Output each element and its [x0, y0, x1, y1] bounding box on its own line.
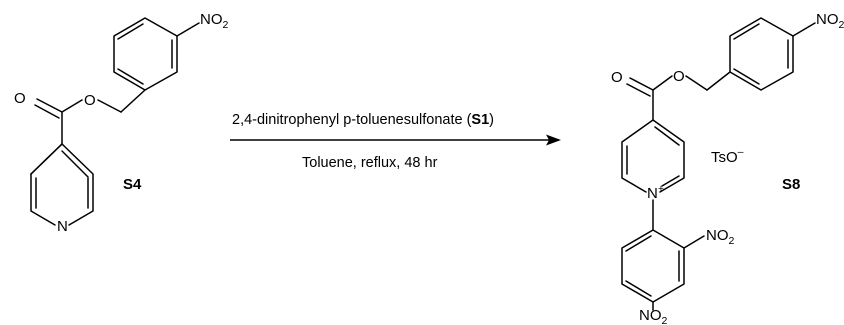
- product-counterion: TsO–: [711, 146, 744, 166]
- product-ester-oxygen: O: [673, 68, 685, 85]
- product-nitrobenzyl-ring: [729, 17, 794, 91]
- product-ortho-nitro-group: NO2: [706, 227, 735, 247]
- reactant-nitro-bond: [176, 22, 200, 37]
- conditions-label: Toluene, reflux, 48 hr: [302, 155, 438, 171]
- reaction-arrow: [230, 134, 561, 146]
- reactant-ch2-o-bond: [97, 99, 122, 113]
- reactant-pyridine-nitrogen: N: [57, 218, 68, 235]
- product-ch2-ring-bond: [706, 71, 731, 91]
- reactant-nitrobenzyl-ring: [113, 17, 178, 91]
- product-o-carbonyl-bond: [652, 75, 673, 91]
- product-carbonyl-double-bond: [626, 77, 654, 97]
- reactant-pyridine-ring: [30, 143, 94, 226]
- reagent-label: 2,4-dinitrophenyl p-toluenesulfonate (S1…: [232, 112, 494, 128]
- product-para-nitro-group: NO2: [639, 307, 668, 325]
- reactant-ester-oxygen: O: [84, 92, 96, 109]
- reactant-ch2-ring-bond: [120, 89, 146, 113]
- reactant-carbonyl-oxygen: O: [14, 90, 26, 107]
- product-dinitrophenyl-ring: [621, 229, 685, 303]
- reactant-nitro-group: NO2: [200, 11, 229, 31]
- product-carbonyl-oxygen: O: [611, 69, 623, 86]
- reactant-o-carbonyl-bond: [61, 99, 83, 113]
- reactant-carbonyl-double-bond: [34, 98, 63, 119]
- reactant-structure: O O N NO2 S4: [14, 11, 229, 235]
- product-top-nitro-bond: [792, 22, 816, 37]
- product-ch2-o-bond: [685, 75, 708, 91]
- product-pyridinium-ring: [621, 119, 685, 193]
- product-pyridinium-nitrogen: N+: [647, 183, 664, 202]
- product-structure: O O N+ NO2 NO2 NO2 TsO– S8: [611, 11, 844, 325]
- reactant-compound-label: S4: [123, 176, 142, 193]
- product-compound-label: S8: [782, 176, 800, 193]
- product-top-nitro-group: NO2: [816, 11, 844, 31]
- product-ortho-nitro-bond: [683, 235, 705, 249]
